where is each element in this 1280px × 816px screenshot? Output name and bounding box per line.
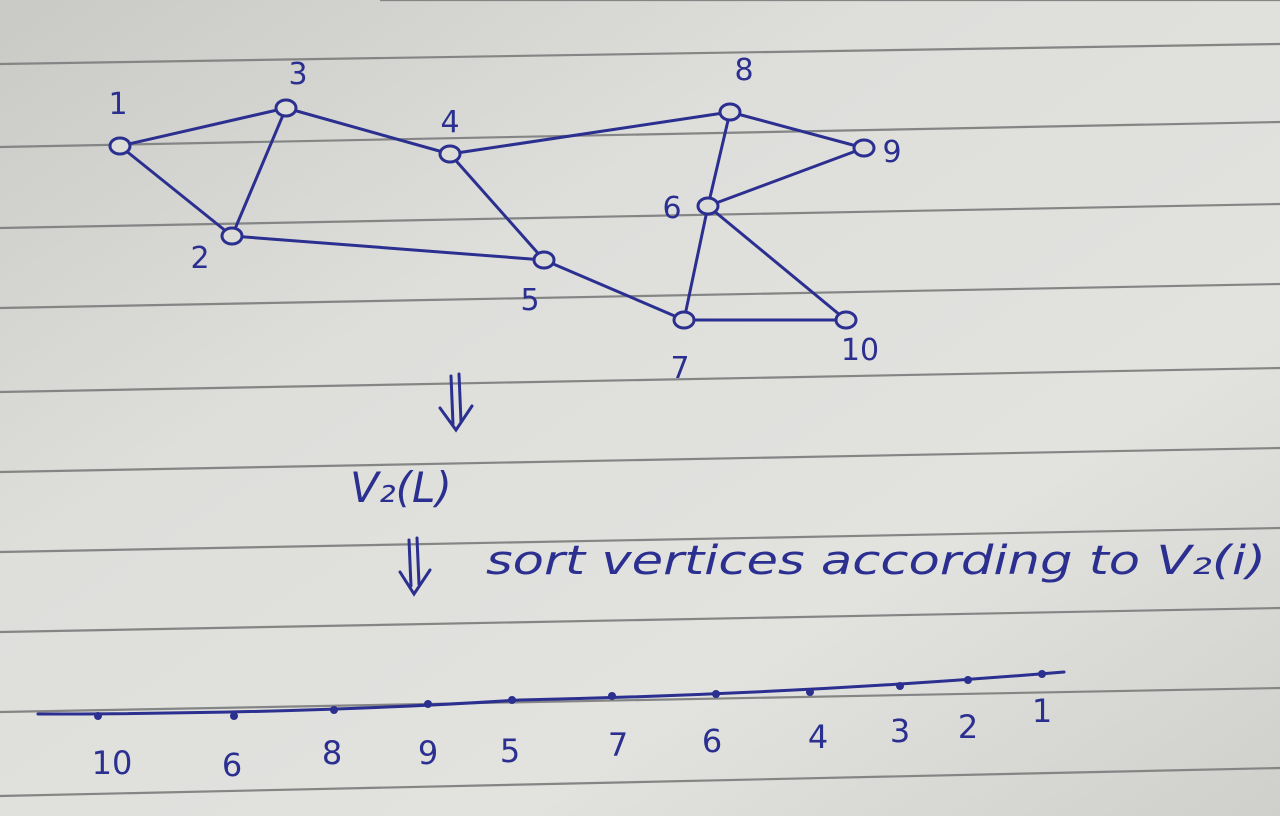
rule-line <box>0 120 1280 149</box>
rule-line <box>0 686 1280 714</box>
node-5 <box>532 250 556 270</box>
node-label-10: 10 <box>841 333 879 368</box>
rule-line <box>0 526 1280 554</box>
eigenvector-label: V₂(L) <box>350 463 452 512</box>
number-line-point <box>508 696 516 704</box>
number-line-point <box>964 676 972 684</box>
edge-4-5 <box>448 152 546 262</box>
number-line-point <box>1038 670 1046 678</box>
node-8 <box>718 102 742 122</box>
sorted-order-labels: 10 6 8 9 5 7 6 4 3 2 1 <box>92 692 1053 784</box>
node-2 <box>220 226 244 246</box>
edge-8-9 <box>728 110 866 150</box>
edge-5-7 <box>542 258 686 322</box>
sort-caption: sort vertices according to V₂(i) <box>486 538 1266 584</box>
node-label-6: 6 <box>662 191 681 226</box>
number-line-point <box>712 690 720 698</box>
sorted-vertex-label: 7 <box>608 726 628 764</box>
node-label-2: 2 <box>190 241 209 276</box>
number-line-point <box>806 688 814 696</box>
edge-2-3 <box>230 106 288 238</box>
node-4 <box>438 144 462 164</box>
node-label-4: 4 <box>440 105 459 140</box>
node-label-5: 5 <box>520 283 539 318</box>
rule-line <box>0 42 1280 66</box>
rule-line <box>0 606 1280 634</box>
sorted-vertex-label: 8 <box>322 734 342 772</box>
node-label-3: 3 <box>288 57 307 92</box>
node-label-1: 1 <box>108 87 127 122</box>
number-line-point <box>330 706 338 714</box>
edge-2-5 <box>230 234 546 262</box>
sorted-vertex-label: 3 <box>890 712 910 750</box>
node-9 <box>852 138 876 158</box>
sorted-vertex-label: 2 <box>958 708 978 746</box>
down-arrow-icon <box>398 536 432 597</box>
edge-3-4 <box>284 106 452 156</box>
edge-6-10 <box>706 204 848 322</box>
sorted-vertex-label: 5 <box>500 732 520 770</box>
node-7 <box>672 310 696 330</box>
rule-line <box>0 202 1280 230</box>
node-label-9: 9 <box>882 135 901 170</box>
edge-6-9 <box>706 146 866 208</box>
sorted-vertex-label: 10 <box>92 744 133 782</box>
number-line-points <box>94 670 1046 720</box>
edge-1-2 <box>118 144 234 238</box>
edge-8-6 <box>706 110 732 208</box>
down-arrow-icon <box>438 372 474 433</box>
graph-edges <box>118 106 866 322</box>
number-line-point <box>608 692 616 700</box>
node-10 <box>834 310 858 330</box>
sorted-vertex-label: 6 <box>222 746 242 784</box>
edge-6-7 <box>682 204 710 322</box>
rule-line <box>0 282 1280 310</box>
number-line-point <box>896 682 904 690</box>
rule-line <box>0 766 1280 798</box>
ruled-lines <box>0 0 1280 798</box>
sorted-vertex-label: 9 <box>418 734 438 772</box>
sorted-vertex-label: 1 <box>1032 692 1052 730</box>
number-line-point <box>94 712 102 720</box>
rule-line <box>0 446 1280 474</box>
node-label-8: 8 <box>734 53 753 88</box>
node-6 <box>696 196 720 216</box>
number-line-point <box>230 712 238 720</box>
number-line-point <box>424 700 432 708</box>
rule-line <box>0 366 1280 394</box>
node-1 <box>108 136 132 156</box>
sorted-vertex-label: 6 <box>702 722 722 760</box>
node-3 <box>274 98 298 118</box>
graph-nodes: 1 2 3 4 5 6 7 8 9 10 <box>108 53 901 386</box>
edge-1-3 <box>118 106 288 148</box>
node-label-7: 7 <box>670 351 689 386</box>
sorted-vertex-label: 4 <box>808 718 828 756</box>
edge-4-8 <box>448 110 732 156</box>
